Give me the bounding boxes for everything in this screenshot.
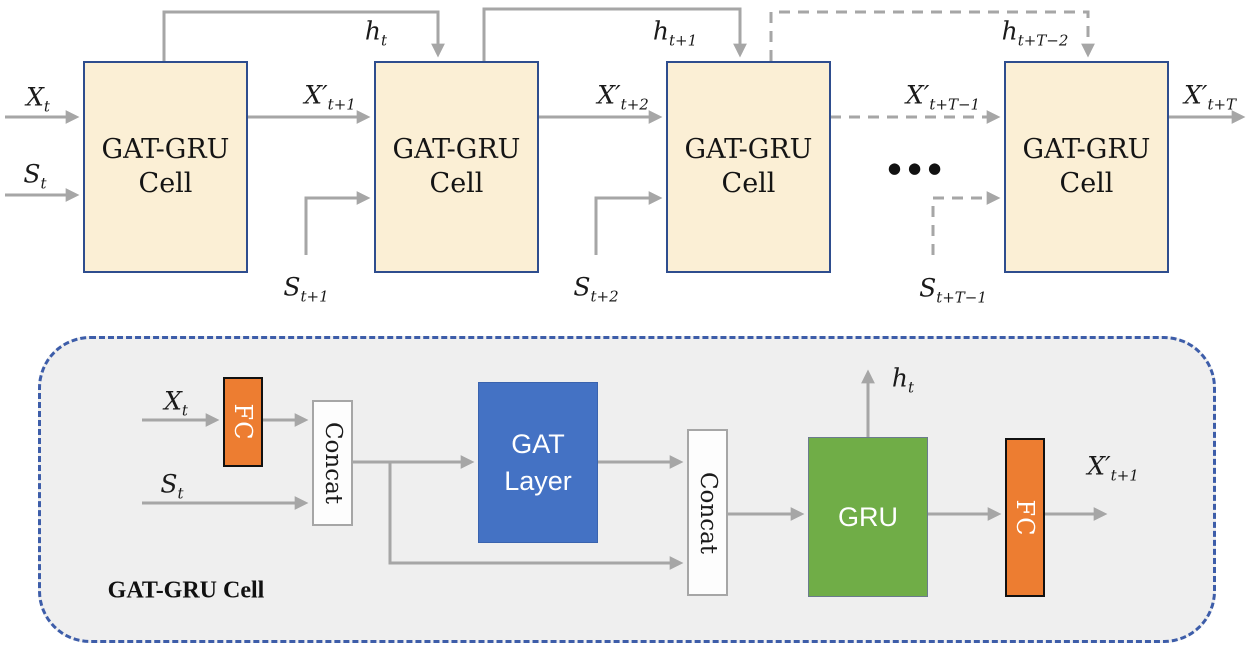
panel-title: GAT-GRU Cell <box>107 577 265 604</box>
fc-output-block: FC <box>1005 438 1045 597</box>
gru-label: GRU <box>838 501 898 532</box>
gat-gru-cell-4: GAT-GRU Cell <box>1004 61 1169 273</box>
cell-3-label-line1: GAT-GRU <box>684 134 813 166</box>
label-h-t1: ht+1 <box>652 16 698 50</box>
gat-layer-label-line1: GAT <box>511 429 565 460</box>
ellipsis-dots: ●●● <box>887 159 949 177</box>
label-s-tT1: St+T−1 <box>919 273 987 307</box>
gat-gru-cell-1: GAT-GRU Cell <box>83 61 248 273</box>
gat-gru-cell-2: GAT-GRU Cell <box>374 61 539 273</box>
concat-input-block: Concat <box>312 400 353 526</box>
label-s-t-input: St <box>23 159 47 193</box>
gat-gru-cell-3: GAT-GRU Cell <box>666 61 831 273</box>
label-s-t1: St+1 <box>283 272 329 306</box>
label-h-tT2: ht+T−2 <box>1001 16 1069 50</box>
arrow-stT1-into-cell4-dashed <box>931 191 1001 255</box>
gat-layer-label-line2: Layer <box>504 465 572 496</box>
gat-layer-block: GAT Layer <box>478 382 598 543</box>
label-x-t-input: Xt <box>26 82 50 116</box>
concat-mid-block: Concat <box>687 429 728 596</box>
fc-input-block: FC <box>223 377 263 467</box>
cell-4-label-line1: GAT-GRU <box>1022 134 1151 166</box>
fc-output-label: FC <box>1011 498 1039 537</box>
concat-input-label: Concat <box>319 421 346 505</box>
detail-label-x-t: Xt <box>164 386 188 420</box>
detail-label-h-t: ht <box>891 363 915 397</box>
cell-2-label-line2: Cell <box>429 168 484 199</box>
label-s-t2: St+2 <box>573 272 619 306</box>
label-x-t1: X′t+1 <box>304 80 356 114</box>
arrow-st2-into-cell3 <box>594 191 663 255</box>
cell-3-label-line2: Cell <box>721 168 776 199</box>
cell-1-label-line2: Cell <box>138 168 193 199</box>
cell-2-label-line1: GAT-GRU <box>392 134 521 166</box>
label-h-t: ht <box>364 16 388 50</box>
label-x-tT1: X′t+T−1 <box>905 80 981 114</box>
fc-input-label: FC <box>229 403 257 441</box>
arrow-hidden-ht1-loop <box>482 7 747 61</box>
detail-label-s-t: St <box>160 469 184 503</box>
concat-mid-label: Concat <box>694 471 721 554</box>
detail-label-x-t1-out: X′t+1 <box>1087 451 1139 485</box>
label-x-tT-output: X′t+T <box>1183 80 1237 114</box>
label-x-t2: X′t+2 <box>597 80 649 114</box>
gru-block: GRU <box>808 437 928 597</box>
cell-4-label-line2: Cell <box>1059 168 1114 199</box>
arrow-hidden-ht-loop <box>162 10 445 61</box>
arrow-st1-into-cell2 <box>304 191 371 255</box>
cell-1-label-line1: GAT-GRU <box>101 134 230 166</box>
